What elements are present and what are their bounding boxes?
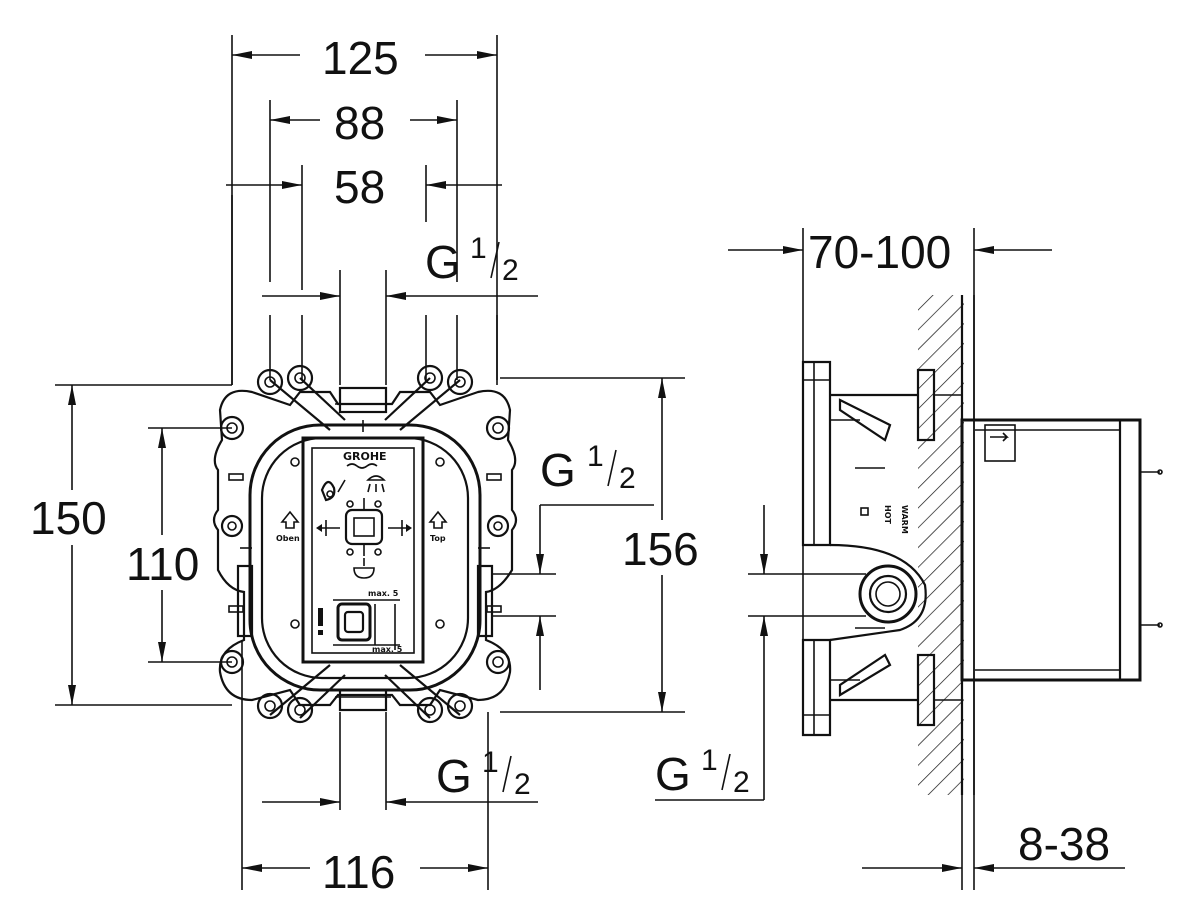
frame-body <box>829 393 927 702</box>
square-marker <box>860 507 869 516</box>
rear-body <box>960 418 1142 682</box>
dim-125: 125 <box>322 32 399 84</box>
bottom-connection <box>338 688 388 712</box>
depth-gauge-icon <box>333 599 400 650</box>
dim-70-100: 70-100 <box>808 226 951 278</box>
thread-bottom: G 1 2 <box>436 746 531 802</box>
dim-58: 58 <box>334 161 385 213</box>
label-open: Oben <box>276 534 300 543</box>
label-max-b: max. 5 <box>372 645 403 654</box>
bathtub-icon <box>353 558 375 579</box>
mounting-slots <box>228 473 502 613</box>
label-top: Top <box>430 534 446 543</box>
brand-wave-icon <box>346 463 378 469</box>
right-connection <box>476 564 494 638</box>
dim-88: 88 <box>334 97 385 149</box>
svg-text:2: 2 <box>502 254 519 287</box>
svg-text:1: 1 <box>482 746 499 779</box>
svg-text:2: 2 <box>733 766 750 799</box>
top-connection <box>338 386 388 414</box>
shower-head-icon <box>366 475 386 493</box>
side-view: WARM HOT <box>801 295 1163 890</box>
dim-110: 110 <box>126 538 199 590</box>
svg-text:G: G <box>425 236 461 288</box>
thread-right: G 1 2 <box>540 440 636 496</box>
dim-156: 156 <box>622 523 699 575</box>
dim-8-38: 8-38 <box>1018 818 1110 870</box>
thread-side: G 1 2 <box>655 744 750 800</box>
wall-bracket-top <box>916 368 936 442</box>
handle-symbol-icon <box>320 479 346 502</box>
left-connection <box>236 564 254 638</box>
front-view: GROHE Oben Top <box>212 364 518 724</box>
brand-logo: GROHE <box>343 450 387 463</box>
svg-text:G: G <box>655 748 691 800</box>
up-arrow-right-icon <box>428 510 448 529</box>
side-dimensions: 70-100 G 1 2 8-38 <box>655 226 1125 890</box>
arrow-label-box <box>984 424 1016 462</box>
wall-hatch <box>918 295 964 795</box>
flange <box>801 360 832 737</box>
wall-bracket-bottom <box>916 653 936 727</box>
svg-text:G: G <box>436 750 472 802</box>
label-hot: HOT <box>883 505 892 524</box>
flow-arrows-icon <box>316 520 412 536</box>
body-housing-inner <box>260 436 470 680</box>
cover-plate <box>301 436 425 664</box>
body-housing <box>248 423 482 692</box>
label-max-a: max. 5 <box>368 589 399 598</box>
dim-150: 150 <box>30 492 107 544</box>
svg-text:1: 1 <box>587 440 604 473</box>
label-warm: WARM <box>900 505 909 534</box>
side-connection <box>858 564 918 624</box>
center-marks <box>240 420 490 549</box>
svg-text:2: 2 <box>619 462 636 495</box>
warning-symbol-icon <box>318 608 323 635</box>
diverter-symbol-icon <box>344 498 384 556</box>
svg-text:G: G <box>540 444 576 496</box>
svg-text:2: 2 <box>514 768 531 801</box>
dim-116: 116 <box>322 846 395 898</box>
svg-text:1: 1 <box>470 232 487 265</box>
front-dimensions: 125 88 58 G 1 2 150 110 <box>30 32 699 898</box>
arrow-right-icon <box>990 432 1009 442</box>
svg-text:1: 1 <box>701 744 718 777</box>
thread-top: G 1 2 <box>425 232 519 288</box>
up-arrow-left-icon <box>280 510 300 529</box>
cover-plate-inner <box>311 447 415 654</box>
